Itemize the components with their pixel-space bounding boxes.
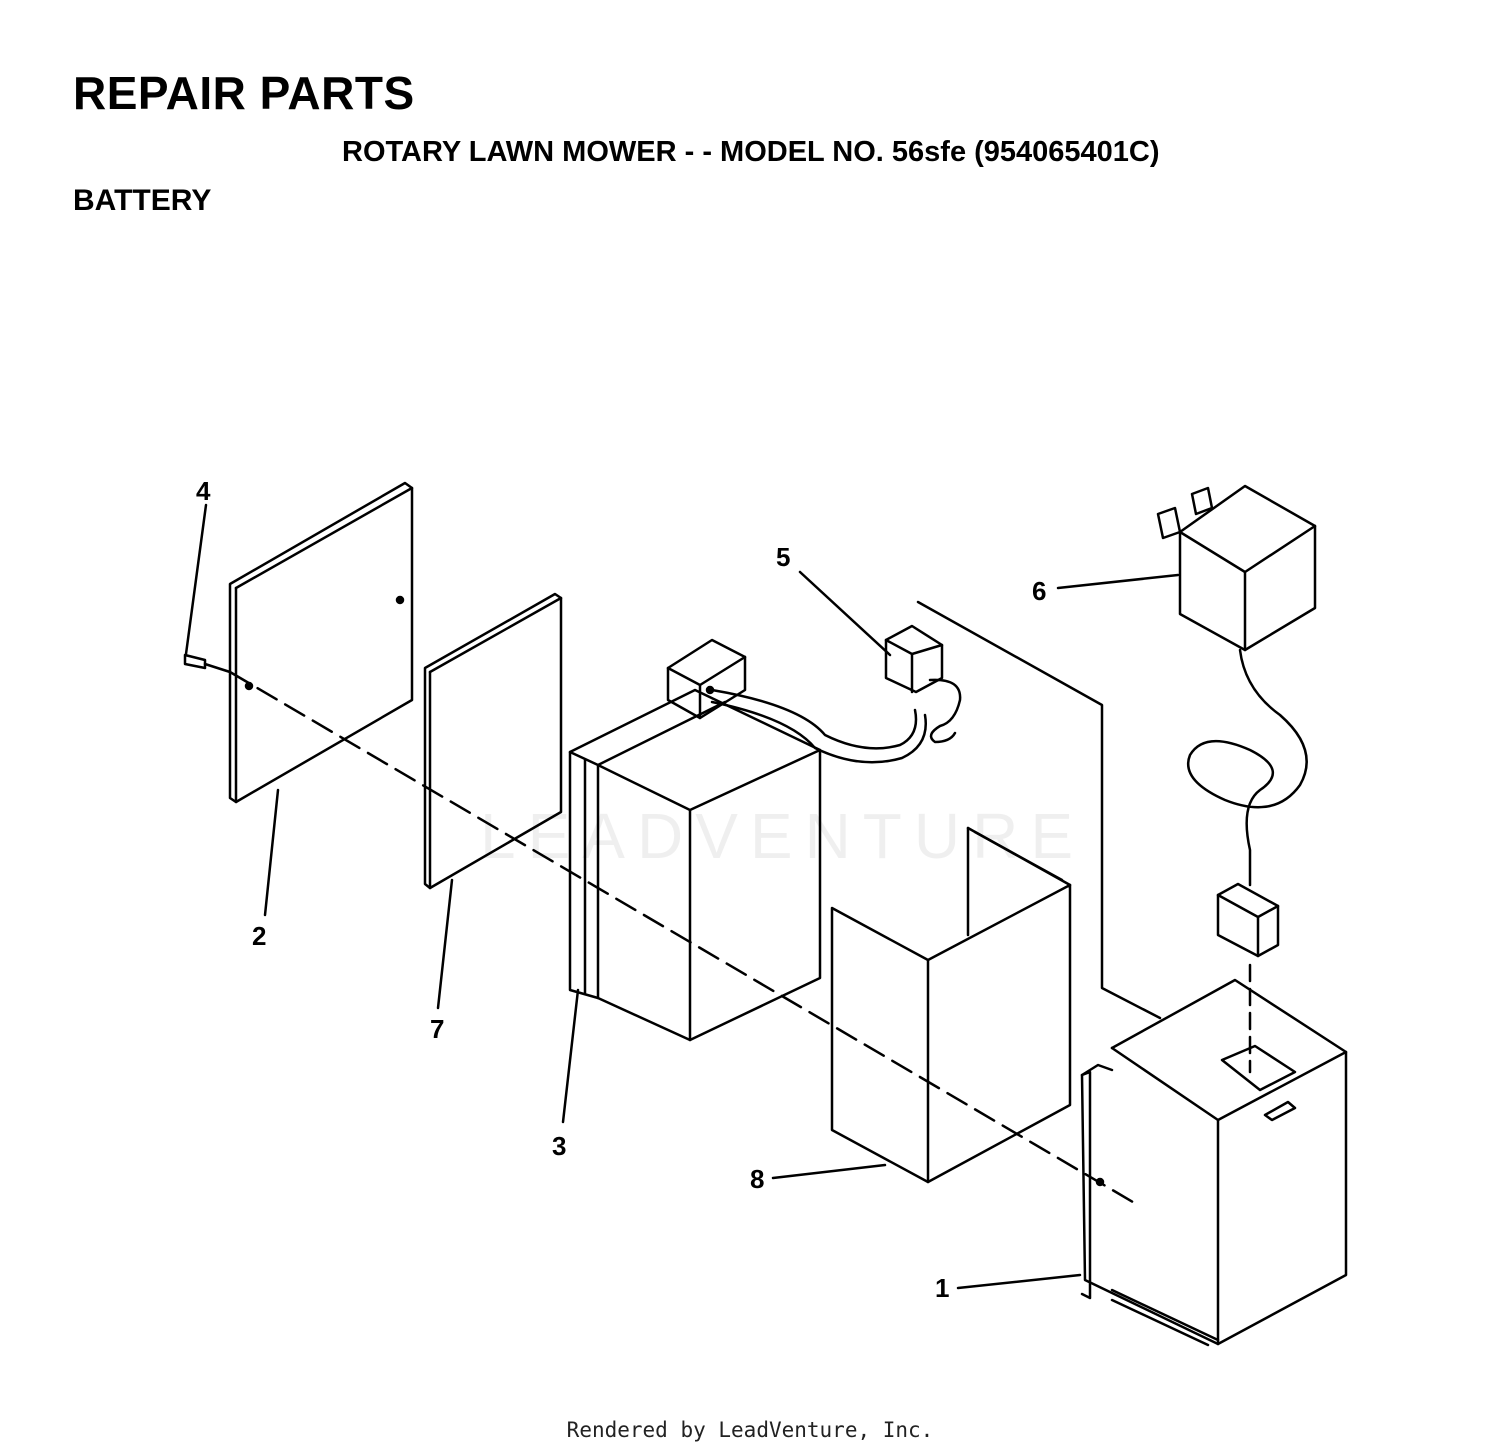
model-subtitle: ROTARY LAWN MOWER - - MODEL NO. 56sfe (9… (342, 136, 1160, 168)
part-5-wire-harness (710, 624, 962, 764)
part-6-charger (1156, 484, 1317, 958)
leader-2 (263, 788, 280, 917)
part-3-battery (568, 638, 822, 1042)
callout-5: 5 (776, 542, 790, 572)
part-2-cover-plate (228, 481, 414, 804)
leader-6 (1056, 573, 1180, 590)
page-title: REPAIR PARTS (73, 67, 415, 119)
leader-7 (436, 878, 454, 1010)
callout-1: 1 (935, 1273, 949, 1303)
callout-4: 4 (196, 476, 211, 506)
part-1-battery-case (1080, 978, 1348, 1347)
leader-5 (798, 570, 892, 657)
footer-credit: Rendered by LeadVenture, Inc. (566, 1418, 934, 1442)
part-7-pad (423, 592, 563, 890)
callout-3: 3 (552, 1131, 566, 1161)
leader-3 (561, 988, 580, 1124)
callout-6: 6 (1032, 576, 1046, 606)
part-8-sleeve (830, 826, 1072, 1184)
watermark-text: LEADVENTURE (480, 800, 1085, 872)
callout-7: 7 (430, 1014, 444, 1044)
callout-2: 2 (252, 921, 266, 951)
leader-8 (771, 1163, 887, 1180)
callout-8: 8 (750, 1164, 764, 1194)
section-title: BATTERY (73, 184, 212, 217)
leader-4 (184, 503, 208, 656)
leader-1 (956, 1273, 1082, 1290)
part-4-screw (183, 653, 232, 674)
